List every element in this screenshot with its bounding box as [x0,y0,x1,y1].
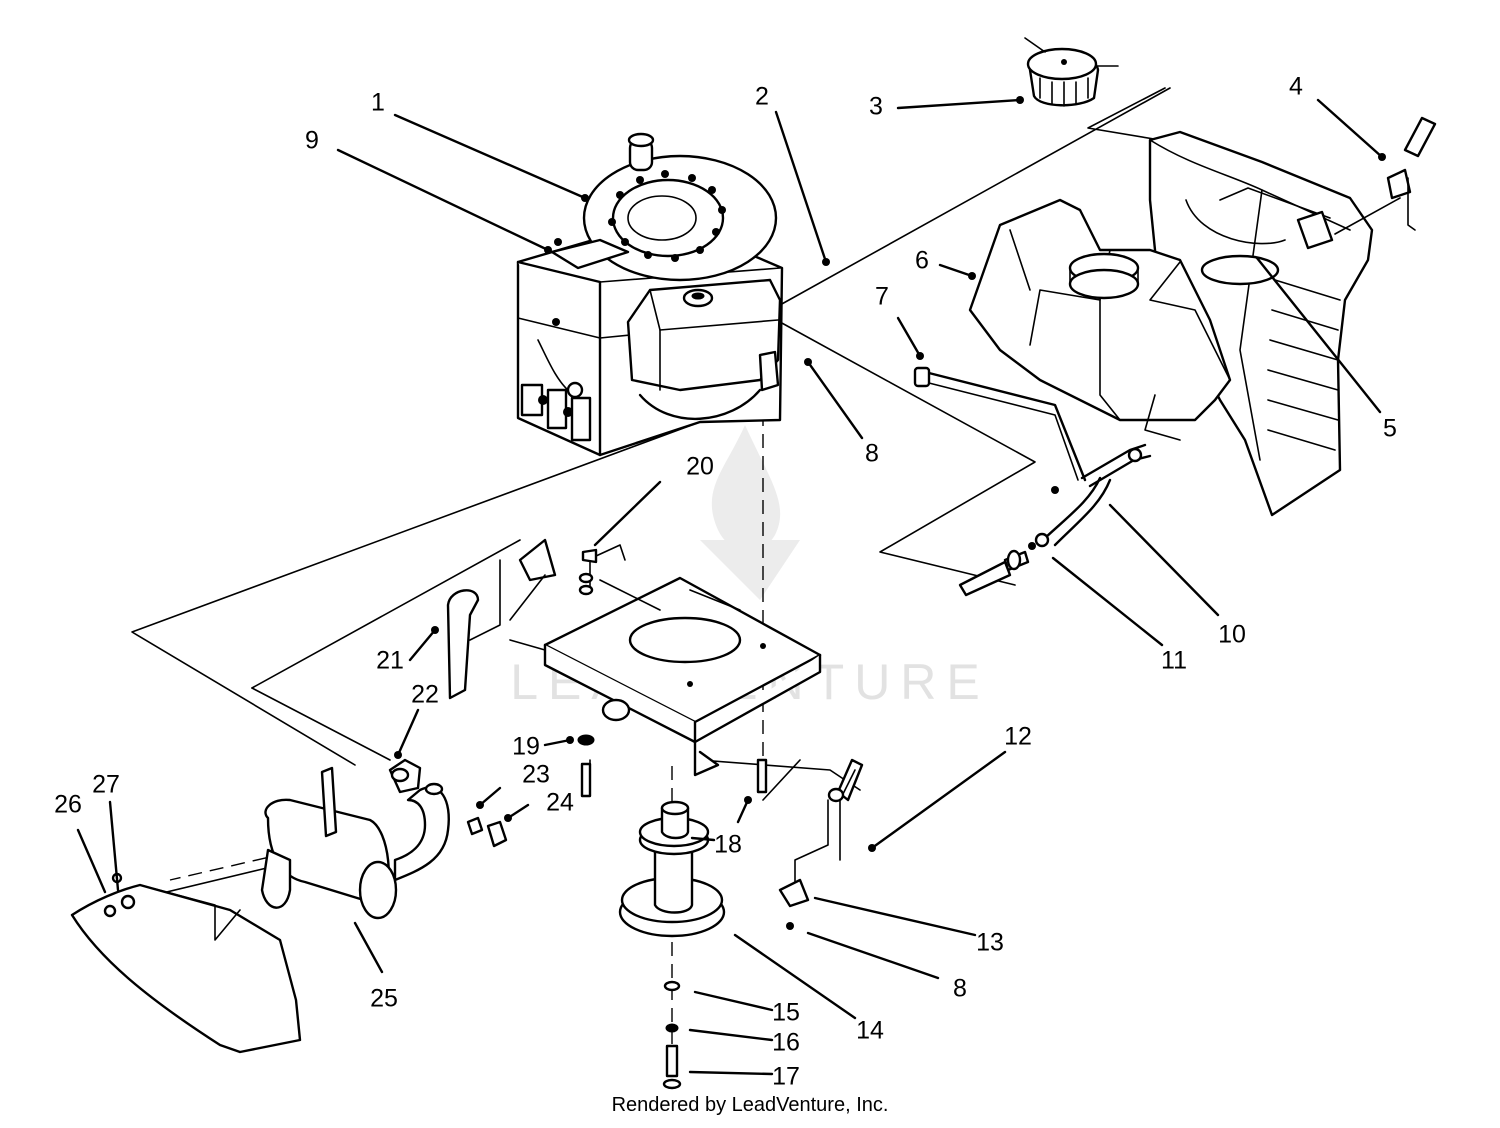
exhaust-system [260,538,557,920]
leader-end-dots [394,96,1386,852]
callout-13: 13 [976,929,1004,957]
callout-24: 24 [546,789,574,817]
fuel-cap [1024,37,1119,107]
callout-labels: 1 2 3 4 5 6 7 8 8 9 10 11 12 13 14 15 16… [54,73,1397,1091]
callout-15: 15 [772,999,800,1027]
callout-23: 23 [522,761,550,789]
callout-14: 14 [856,1017,884,1045]
callout-22: 22 [411,681,439,709]
leader-lines [76,98,1384,1076]
callout-1: 1 [371,89,385,117]
callout-27: 27 [92,771,120,799]
callout-4: 4 [1289,73,1303,101]
callout-25: 25 [370,985,398,1013]
callout-26: 26 [54,791,82,819]
callout-12: 12 [1004,723,1032,751]
render-credit: Rendered by LeadVenture, Inc. [611,1094,889,1116]
callout-5: 5 [1383,415,1397,443]
mounting-plate [543,544,822,798]
callout-2: 2 [755,83,769,111]
callout-7: 7 [875,283,889,311]
throttle-control [1334,116,1437,235]
callout-11: 11 [1161,647,1187,675]
callout-17: 17 [772,1063,800,1091]
frame-and-fuel-tank [968,130,1374,517]
callout-19: 19 [512,733,540,761]
callout-9: 9 [305,127,319,155]
callout-18: 18 [714,831,742,859]
callout-21: 21 [376,647,404,675]
callout-20: 20 [686,453,714,481]
callout-3: 3 [869,93,883,121]
callout-8-upper: 8 [865,440,879,468]
engine [516,132,784,457]
throttle-cable-and-bracket [778,758,864,930]
fuel-line-assembly [913,366,1152,597]
callout-6: 6 [915,247,929,275]
callout-8-lower: 8 [953,975,967,1003]
callout-16: 16 [772,1029,800,1057]
crankshaft-pulley [618,800,726,1090]
callout-10: 10 [1218,621,1246,649]
